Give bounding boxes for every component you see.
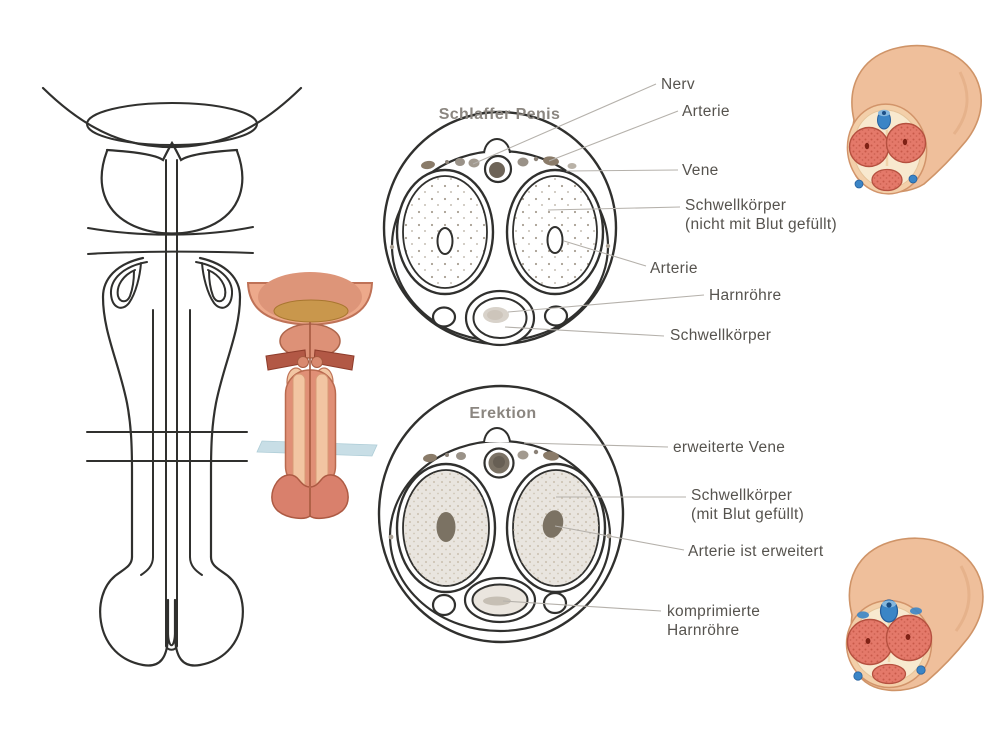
cylinder-erect-figure <box>845 537 984 692</box>
color-sagittal-figure <box>246 272 378 520</box>
label-harnroehre: Harnröhre <box>709 287 782 304</box>
label-schwellkoerper-gefuellt: Schwellkörper (mit Blut gefüllt) <box>691 487 805 523</box>
label-schwellkoerper-leer: Schwellkörper (nicht mit Blut gefüllt) <box>685 197 837 233</box>
anatomy-outline-figure <box>41 86 303 667</box>
erect-cross-section <box>377 384 625 644</box>
label-vene: Vene <box>682 162 719 179</box>
label-nerv: Nerv <box>661 76 695 93</box>
label-schwellkoerper-unten: Schwellkörper <box>670 327 772 344</box>
leader-lines <box>472 83 705 612</box>
label-komprimierte-harnroehre: komprimierte Harnröhre <box>667 603 761 639</box>
label-arterie-innen: Arterie <box>650 260 698 277</box>
label-erweiterte-vene: erweiterte Vene <box>673 439 786 456</box>
flaccid-cross-section <box>382 110 618 347</box>
label-arterie-top: Arterie <box>682 103 730 120</box>
cylinder-flaccid-figure <box>846 44 982 195</box>
label-arterie-erweitert: Arterie ist erweitert <box>688 543 824 560</box>
flaccid-section-title: Schlaffer Penis <box>438 106 561 123</box>
erect-section-title: Erektion <box>469 405 537 422</box>
